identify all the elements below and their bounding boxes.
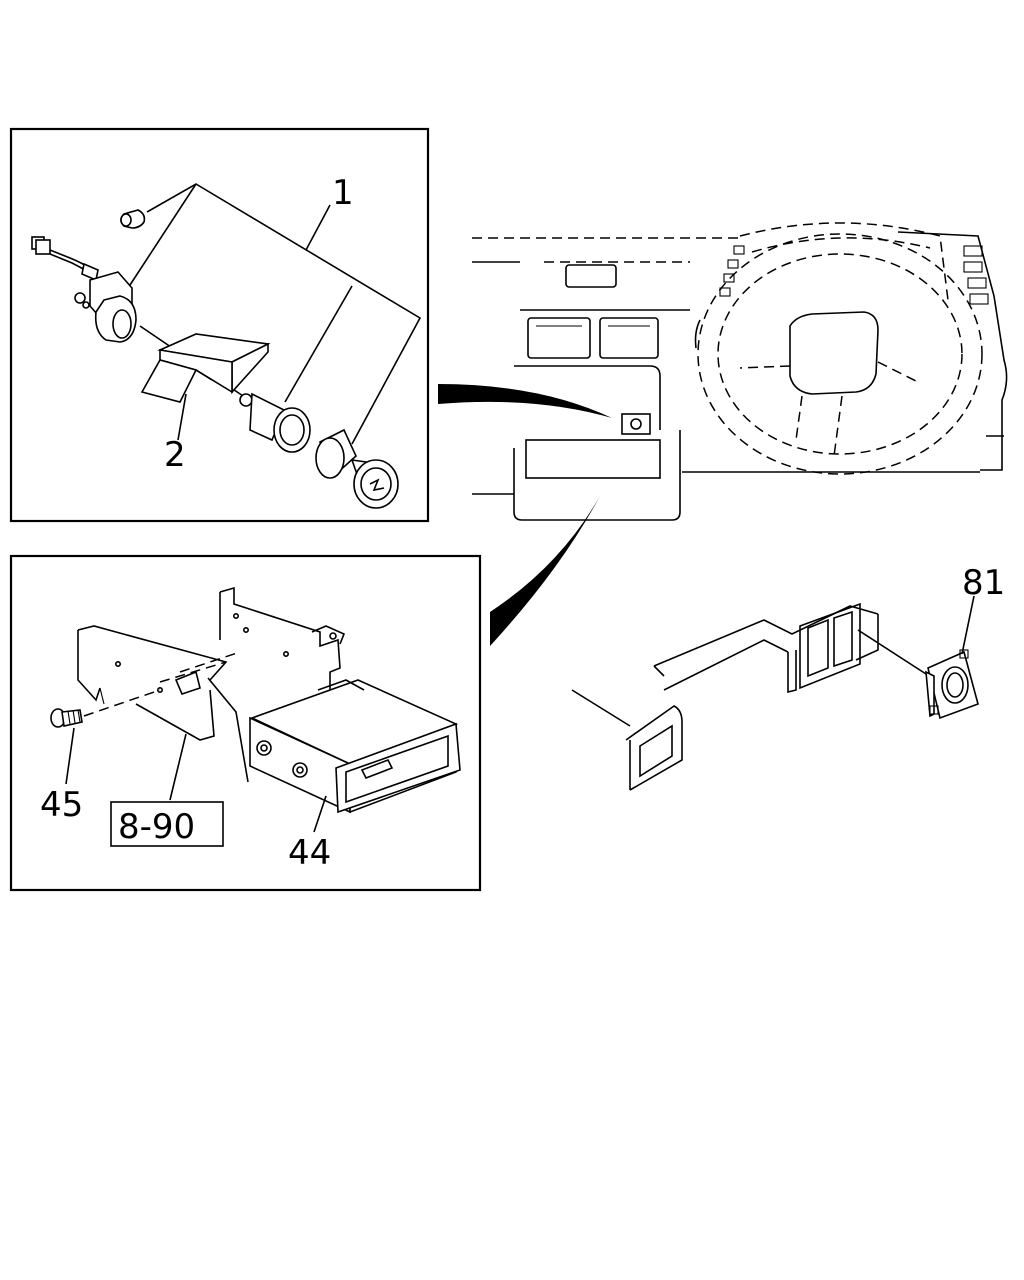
bulb-part (120, 209, 146, 229)
socket-housing (74, 271, 137, 343)
lighter-knob (315, 428, 399, 509)
label-8-90: 8-90 (118, 807, 195, 847)
connector-wire (31, 236, 99, 282)
lighter-inset: 1 2 (9, 127, 430, 523)
leader-44 (313, 795, 327, 833)
leader-8-90 (169, 733, 187, 801)
pointer-arrow-upper (438, 384, 612, 418)
leader-45 (65, 727, 75, 785)
label-2: 2 (164, 435, 186, 475)
steering-wheel (697, 233, 983, 475)
pointer-arrow-lower (490, 496, 600, 646)
label-45: 45 (40, 785, 83, 825)
console-view: 81 (571, 563, 1005, 791)
lighter-cap-part (925, 649, 979, 720)
label-44: 44 (288, 833, 331, 873)
lighter-plug (239, 392, 311, 453)
pocket-inset-frame (9, 554, 482, 892)
lighter-bracket (140, 333, 271, 403)
label-81: 81 (962, 563, 1005, 603)
leader-1 (146, 183, 422, 445)
pocket-inset: 8-90 45 44 (9, 554, 482, 892)
leader-2 (177, 393, 187, 441)
pocket-box (249, 679, 461, 814)
label-1: 1 (332, 173, 354, 213)
leader-81 (961, 595, 975, 655)
lighter-inset-frame (9, 127, 430, 523)
dashboard-view (472, 222, 1008, 521)
screw-part (50, 689, 161, 728)
ref-page-box (110, 801, 224, 847)
